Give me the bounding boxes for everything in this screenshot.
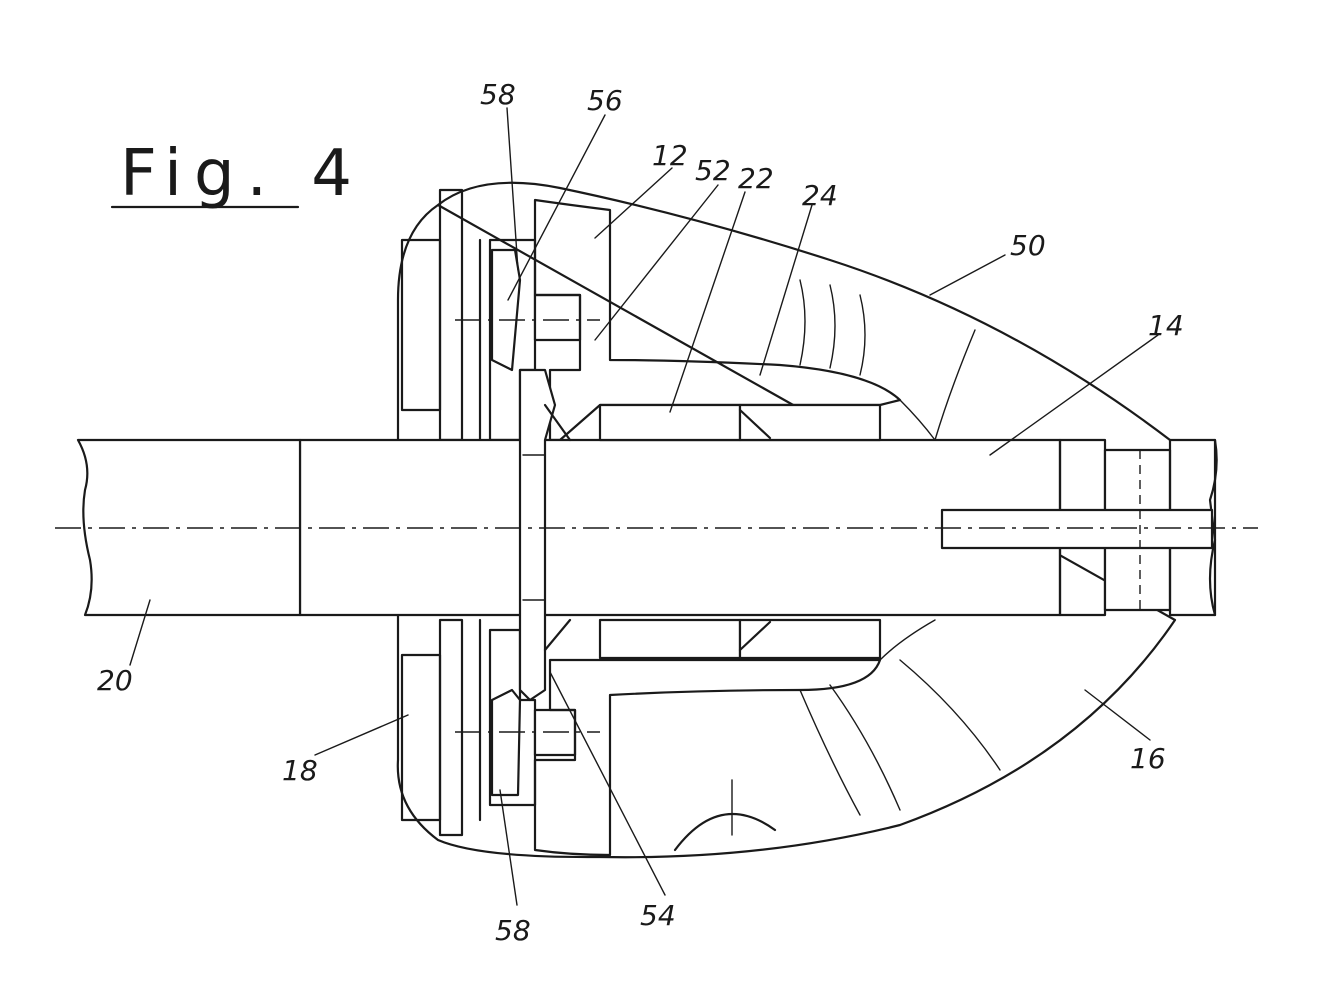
label-12: 12 [652,139,688,172]
figure-title: Fig. 4 [112,137,364,211]
label-54: 54 [640,899,676,932]
label-14: 14 [1148,309,1184,342]
leader-12 [595,168,672,238]
leader-58-bottom [500,790,517,905]
leader-50 [930,255,1005,295]
label-58-bottom: 58 [495,914,531,947]
bearing-22-lower [600,620,740,658]
label-16: 16 [1130,742,1166,775]
housing-curve-1 [900,400,935,440]
leader-22 [670,192,745,412]
leader-14 [990,335,1158,455]
housing-arc-upper-3 [860,295,865,375]
label-56: 56 [587,84,623,117]
flange-strip-upper [440,190,462,440]
housing-arc-upper-2 [830,285,835,368]
flange-strip-lower [440,620,462,835]
leader-18 [315,715,408,755]
housing-arc-lower-3 [900,660,1000,770]
leader-24 [760,205,812,375]
elastic-ring-upper [402,240,440,410]
screw-head-upper [535,295,580,340]
bearing-24-lower [740,620,880,658]
housing-arc-lower-2 [830,685,900,810]
housing-body-lower [535,660,880,855]
housing-arc-upper-4 [935,330,975,440]
bolt [942,510,1212,548]
housing-arc-lower-1 [800,690,860,815]
label-22: 22 [738,162,774,195]
label-20: 20 [97,664,133,697]
leader-54 [550,672,665,895]
label-24: 24 [802,179,838,212]
leader-52 [595,185,718,340]
bottom-bump [675,814,775,850]
housing-arc-upper-1 [800,280,805,365]
label-18: 18 [282,754,318,787]
seal-arrow-lower [545,620,570,650]
housing-curve-2 [880,620,935,660]
leader-16 [1085,690,1150,740]
cup-spring-upper [492,250,520,370]
elastic-ring-lower [402,655,440,820]
bearing-24-upper [740,405,880,440]
cup-spring-lower [492,690,520,795]
label-50: 50 [1010,229,1046,262]
label-52: 52 [695,154,731,187]
label-58-top: 58 [480,78,516,111]
figure-title-text: Fig. 4 [120,137,364,211]
